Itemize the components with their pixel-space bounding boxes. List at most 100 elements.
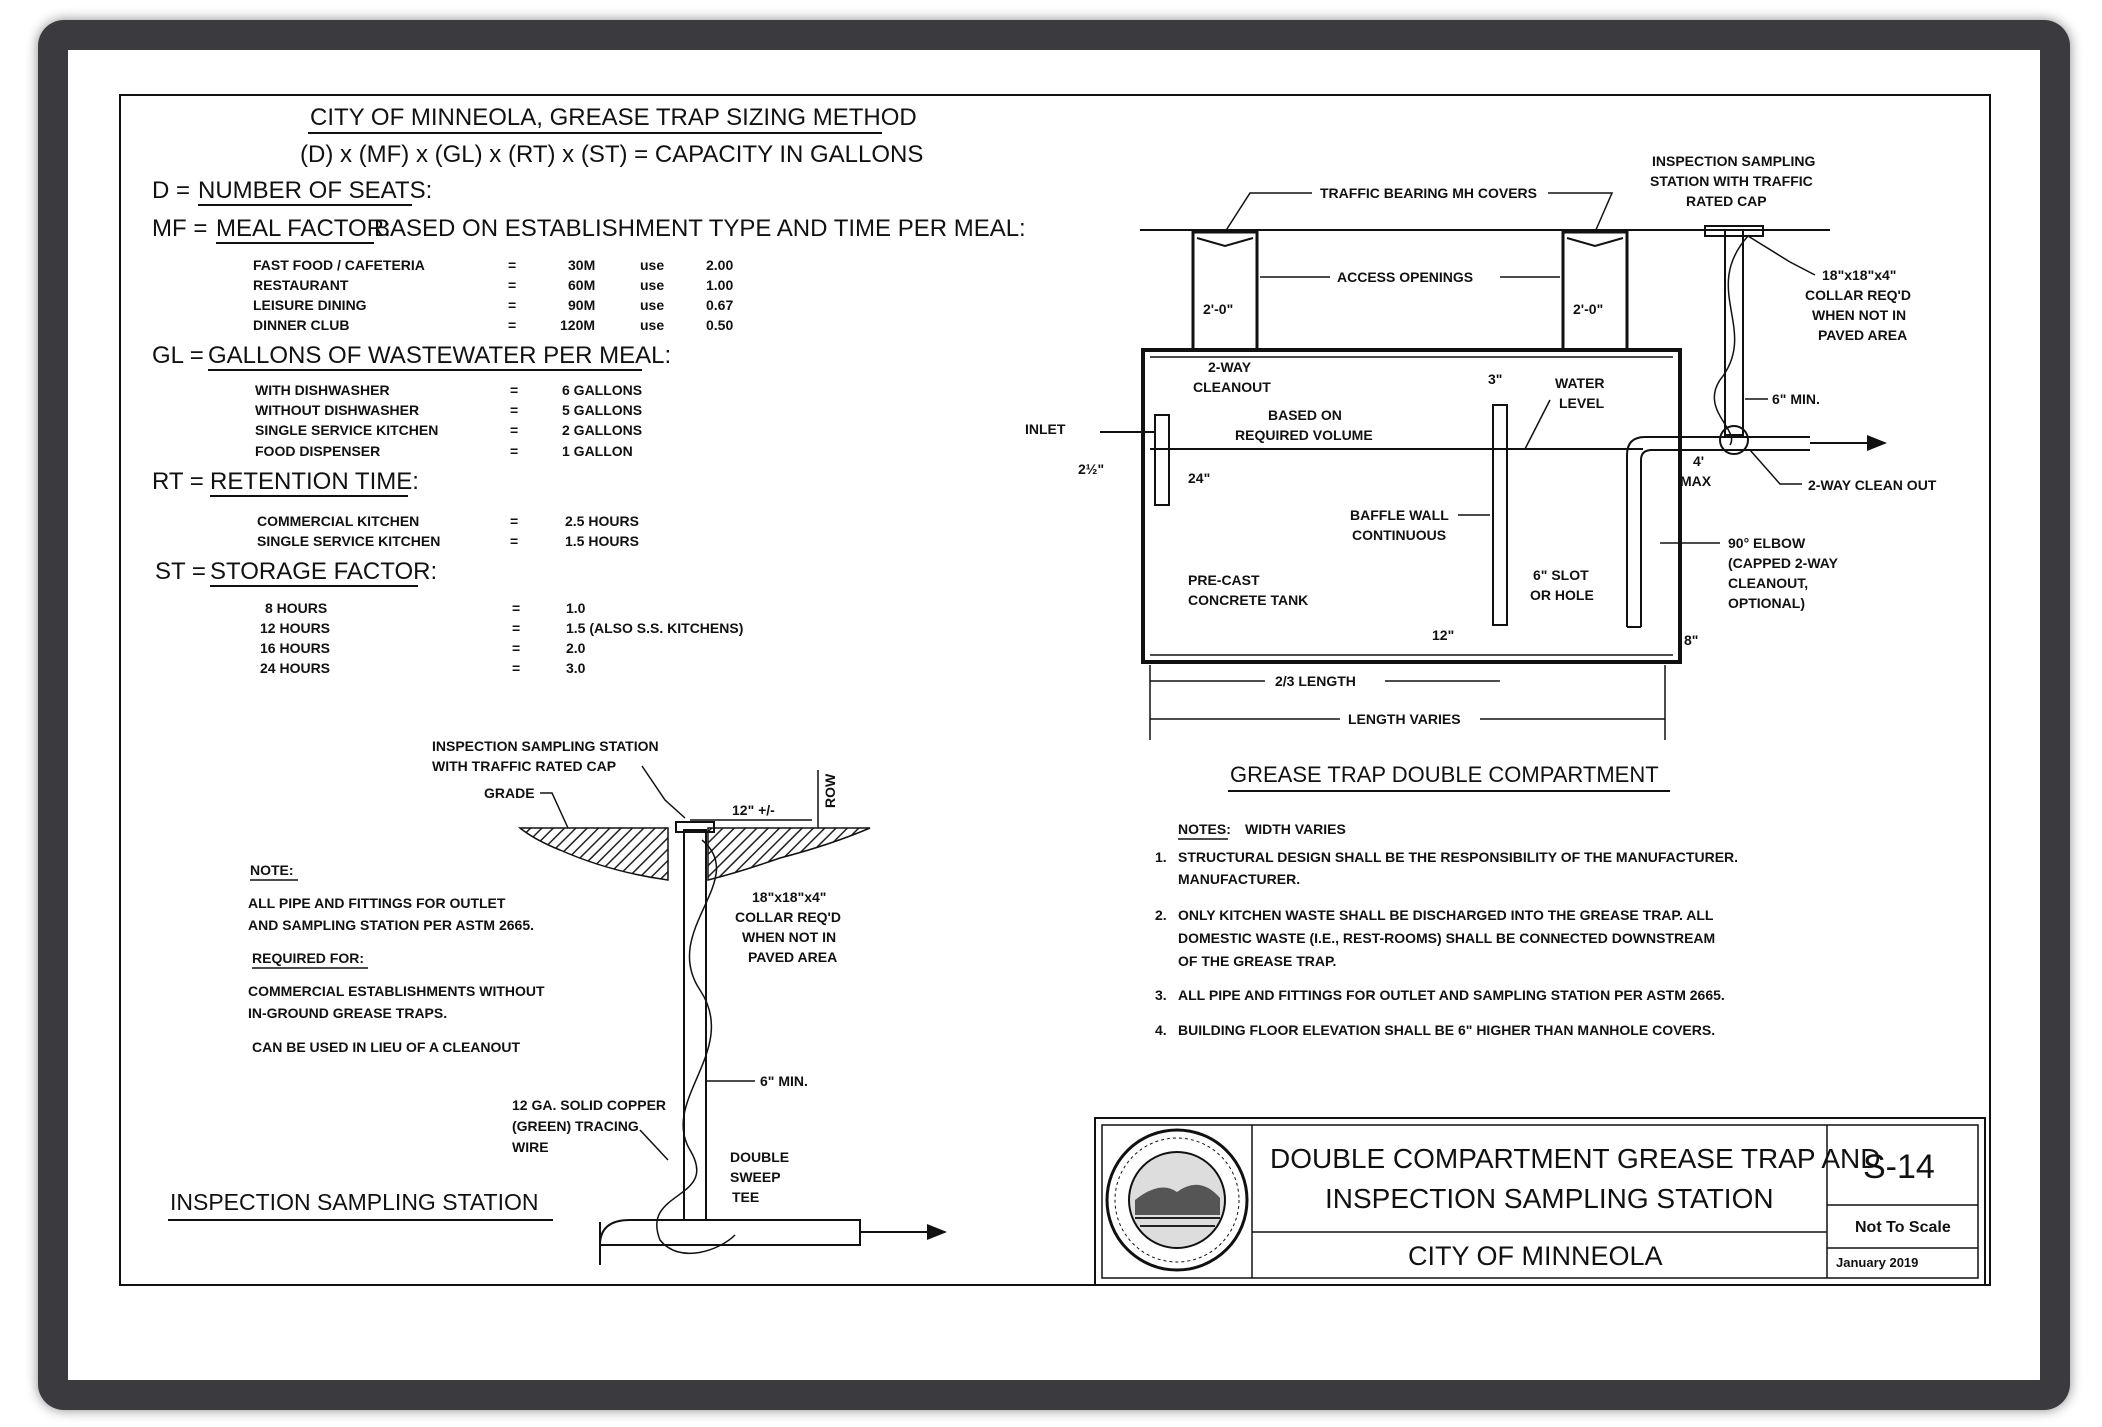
- dim-12in: 12": [1432, 627, 1454, 643]
- grade-hatch-left: [517, 827, 669, 881]
- st-eq: =: [512, 620, 520, 636]
- station-collar-3: WHEN NOT IN: [742, 929, 836, 945]
- mf-eq: =: [508, 317, 516, 333]
- station-title: INSPECTION SAMPLING STATION: [170, 1189, 538, 1215]
- collar-2: COLLAR REQ'D: [1805, 287, 1911, 303]
- left-riser: [1191, 230, 1259, 352]
- list-item: 24 HOURS = 3.0: [260, 660, 586, 676]
- sampling-station-diagram: INSPECTION SAMPLING STATION WITH TRAFFIC…: [168, 738, 947, 1265]
- st-eq: =: [512, 660, 520, 676]
- baffle-2: CONTINUOUS: [1352, 527, 1446, 543]
- st-text: STORAGE FACTOR:: [210, 558, 437, 585]
- inlet-tee: [1154, 414, 1170, 506]
- gl-name: WITHOUT DISHWASHER: [255, 402, 419, 418]
- leader: [1747, 235, 1816, 276]
- collar-4: PAVED AREA: [1818, 327, 1907, 343]
- baffle-1: BAFFLE WALL: [1350, 507, 1449, 523]
- note-label: NOTE:: [250, 862, 294, 878]
- insp-station-2: STATION WITH TRAFFIC: [1650, 173, 1813, 189]
- mf-use: use: [640, 277, 664, 293]
- slot-2: OR HOLE: [1530, 587, 1594, 603]
- elbow-4: OPTIONAL): [1728, 595, 1805, 611]
- gl-name: SINGLE SERVICE KITCHEN: [255, 422, 438, 438]
- mf-factor: 1.00: [706, 277, 733, 293]
- mf-label: MF =: [152, 215, 207, 242]
- cleanout-2way-1: 2-WAY: [1208, 359, 1252, 375]
- note-line: BUILDING FLOOR ELEVATION SHALL BE 6" HIG…: [1178, 1022, 1715, 1038]
- list-item: WITH DISHWASHER = 6 GALLONS: [255, 382, 642, 398]
- copper-3: WIRE: [512, 1139, 549, 1155]
- rt-name: COMMERCIAL KITCHEN: [257, 513, 419, 529]
- required-text-2: IN-GROUND GREASE TRAPS.: [248, 1005, 447, 1021]
- precast-2: CONCRETE TANK: [1188, 592, 1308, 608]
- gl-eq: =: [510, 422, 518, 438]
- station-collar-4: PAVED AREA: [748, 949, 837, 965]
- note-line: ALL PIPE AND FITTINGS FOR OUTLET AND SAM…: [1178, 987, 1725, 1003]
- dim-2ft-left: 2'-0": [1203, 301, 1233, 317]
- mf-text: MEAL FACTOR:: [216, 215, 391, 242]
- outlet-pipe-a: [1626, 436, 1810, 627]
- sampling-riser: [1724, 229, 1744, 436]
- tb-city: CITY OF MINNEOLA: [1408, 1241, 1663, 1271]
- leader: [1749, 449, 1802, 485]
- right-riser: [1561, 230, 1629, 352]
- note-text-1: ALL PIPE AND FITTINGS FOR OUTLET: [248, 895, 506, 911]
- cleanout-2way-2: CLEANOUT: [1193, 379, 1271, 395]
- gl-val: 5 GALLONS: [562, 402, 642, 418]
- station-insp-1: INSPECTION SAMPLING STATION: [432, 738, 659, 754]
- gl-eq: =: [510, 382, 518, 398]
- st-name: 16 HOURS: [260, 640, 330, 656]
- mf-name: DINNER CLUB: [253, 317, 349, 333]
- station-pipe: [683, 829, 707, 1221]
- mf-factor: 0.67: [706, 297, 733, 313]
- gl-val: 6 GALLONS: [562, 382, 642, 398]
- elbow-3: CLEANOUT,: [1728, 575, 1808, 591]
- six-min-label: 6" MIN.: [1772, 391, 1820, 407]
- note-text-2: AND SAMPLING STATION PER ASTM 2665.: [248, 917, 534, 933]
- tb-title-line1: DOUBLE COMPARTMENT GREASE TRAP AND: [1270, 1143, 1880, 1174]
- leader: [639, 1129, 669, 1161]
- note-line: DOMESTIC WASTE (I.E., REST-ROOMS) SHALL …: [1178, 930, 1715, 946]
- cleanout-circle: [1719, 425, 1749, 455]
- rt-text: RETENTION TIME:: [210, 468, 419, 495]
- note-line: OF THE GREASE TRAP.: [1178, 953, 1336, 969]
- list-item: DINNER CLUB = 120M use 0.50: [253, 317, 733, 333]
- list-item: 8 HOURS = 1.0: [265, 600, 586, 616]
- d-text: NUMBER OF SEATS:: [198, 177, 432, 204]
- station-collar-1: 18"x18"x4": [752, 889, 826, 905]
- dim-gap: [1340, 708, 1480, 730]
- leader: [1548, 192, 1614, 233]
- gl-label: GL =: [152, 342, 204, 369]
- st-name: 8 HOURS: [265, 600, 327, 616]
- list-item: FOOD DISPENSER = 1 GALLON: [255, 443, 633, 459]
- mf-factor: 0.50: [706, 317, 733, 333]
- dim-2ft-right: 2'-0": [1573, 301, 1603, 317]
- mf-val: 90M: [568, 297, 595, 313]
- title-block-inner: [1101, 1124, 1979, 1279]
- outlet-pipe-b: [1640, 449, 1810, 627]
- note-num: 1.: [1155, 849, 1167, 865]
- grade-label: GRADE: [484, 785, 535, 801]
- collar-1: 18"x18"x4": [1822, 267, 1896, 283]
- list-item: COMMERCIAL KITCHEN = 2.5 HOURS: [257, 513, 639, 529]
- mf-rest: BASED ON ESTABLISHMENT TYPE AND TIME PER…: [374, 215, 1026, 242]
- insp-station-3: RATED CAP: [1686, 193, 1767, 209]
- st-label: ST =: [155, 558, 206, 585]
- collar-3: WHEN NOT IN: [1812, 307, 1906, 323]
- title-block-border: [1094, 1117, 1986, 1286]
- tb-scale: Not To Scale: [1855, 1219, 1951, 1236]
- lieu-text: CAN BE USED IN LIEU OF A CLEANOUT: [252, 1039, 521, 1055]
- st-table: 8 HOURS = 1.0 12 HOURS = 1.5 (ALSO S.S. …: [260, 600, 743, 676]
- title-block: DOUBLE COMPARTMENT GREASE TRAP AND INSPE…: [1094, 1117, 1986, 1286]
- gl-name: WITH DISHWASHER: [255, 382, 390, 398]
- list-item: LEISURE DINING = 90M use 0.67: [253, 297, 733, 313]
- access-openings-label: ACCESS OPENINGS: [1337, 269, 1473, 285]
- tb-sheet: S-14: [1863, 1148, 1935, 1186]
- st-eq: =: [512, 640, 520, 656]
- dim-8in: 8": [1684, 632, 1698, 648]
- four-max-2: MAX: [1680, 473, 1712, 489]
- note-line: MANUFACTURER.: [1178, 871, 1300, 887]
- copper-2: (GREEN) TRACING: [512, 1118, 639, 1134]
